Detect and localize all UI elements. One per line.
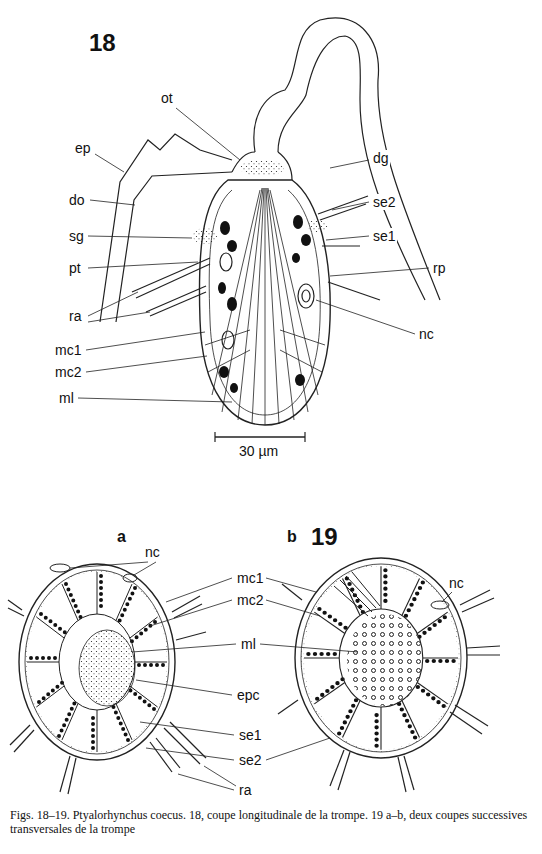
part-label: nc <box>448 575 465 591</box>
part-label: se1 <box>372 228 397 244</box>
part-label: nc <box>144 544 161 560</box>
part-label: se1 <box>238 727 263 743</box>
part-label: pt <box>68 260 82 276</box>
part-label: se2 <box>372 194 397 210</box>
part-label: nc <box>418 326 435 342</box>
part-label: dg <box>372 150 390 166</box>
part-label: mc2 <box>236 592 264 608</box>
part-label: ep <box>74 140 92 156</box>
part-label: ra <box>238 782 252 798</box>
part-label: ml <box>240 636 257 652</box>
part-label: rp <box>432 260 446 276</box>
scale-bar-label: 30 µm <box>238 443 279 459</box>
part-label: sg <box>68 228 85 244</box>
figure-number: 19 <box>310 524 339 550</box>
panel-letter: a <box>116 528 127 546</box>
figure-number: 18 <box>88 30 117 56</box>
part-label: ra <box>68 308 82 324</box>
part-label: mc2 <box>54 364 82 380</box>
part-label: mc1 <box>54 342 82 358</box>
figure-caption: Figs. 18–19. Ptyalorhynchus coecus. 18, … <box>10 808 532 836</box>
part-label: mc1 <box>236 570 264 586</box>
panel-letter: b <box>286 528 298 546</box>
part-label: do <box>68 192 86 208</box>
part-label: epc <box>236 687 261 703</box>
part-label: ot <box>160 90 174 106</box>
part-label: se2 <box>238 752 263 768</box>
part-label: ml <box>58 390 75 406</box>
